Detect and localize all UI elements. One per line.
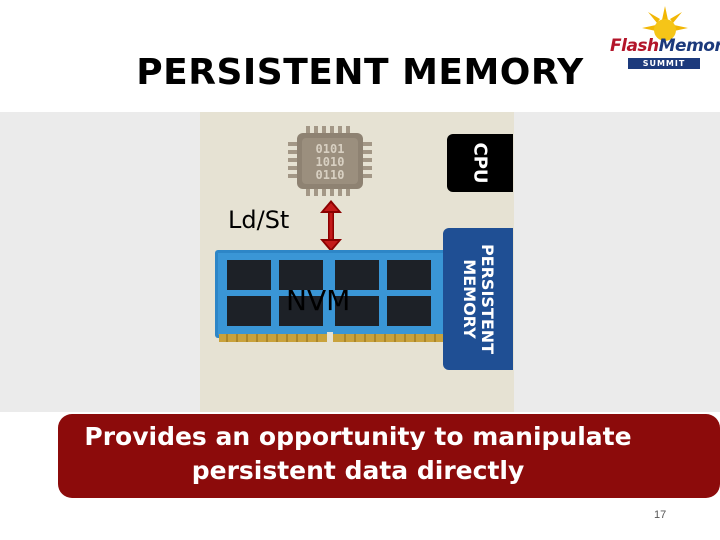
cpu-label: CPU	[447, 134, 513, 192]
nvm-label: NVM	[286, 284, 351, 317]
banner-line-1: Provides an opportunity to manipulate	[84, 422, 632, 451]
pm-label-line-1: PERSISTENT	[478, 243, 497, 355]
pm-label-line-2: MEMORY	[460, 259, 479, 339]
persistent-memory-label-box	[443, 228, 513, 370]
logo-summit-text: SUMMIT	[628, 58, 700, 69]
ld-st-label: Ld/St	[228, 206, 290, 234]
ram-module-icon	[215, 250, 447, 344]
cpu-label-box	[447, 134, 513, 192]
double-arrow-icon	[320, 200, 342, 252]
banner-line-2: persistent data directly	[191, 456, 525, 485]
chip-bits-row-1: 0101	[316, 142, 345, 156]
slide-title: PERSISTENT MEMORY	[136, 52, 584, 93]
logo-flash-text: Flash	[610, 36, 659, 56]
cpu-chip-icon: 0101 1010 0110	[288, 126, 372, 196]
key-message-text: Provides an opportunity to manipulate pe…	[58, 420, 658, 488]
flash-memory-summit-logo: FlashMemory SUMMIT	[608, 6, 720, 70]
logo-wordmark: FlashMemory	[610, 36, 720, 56]
sun-icon	[642, 6, 688, 41]
page-number: 17	[654, 509, 667, 521]
cpu-label-text: CPU	[469, 142, 491, 184]
logo-memory-text: Memory	[658, 36, 720, 56]
key-message-banner	[58, 414, 720, 498]
chip-bits-row-3: 0110	[316, 168, 345, 182]
chip-bits-row-2: 1010	[316, 155, 345, 169]
persistent-memory-label: PERSISTENT MEMORY	[443, 228, 513, 370]
